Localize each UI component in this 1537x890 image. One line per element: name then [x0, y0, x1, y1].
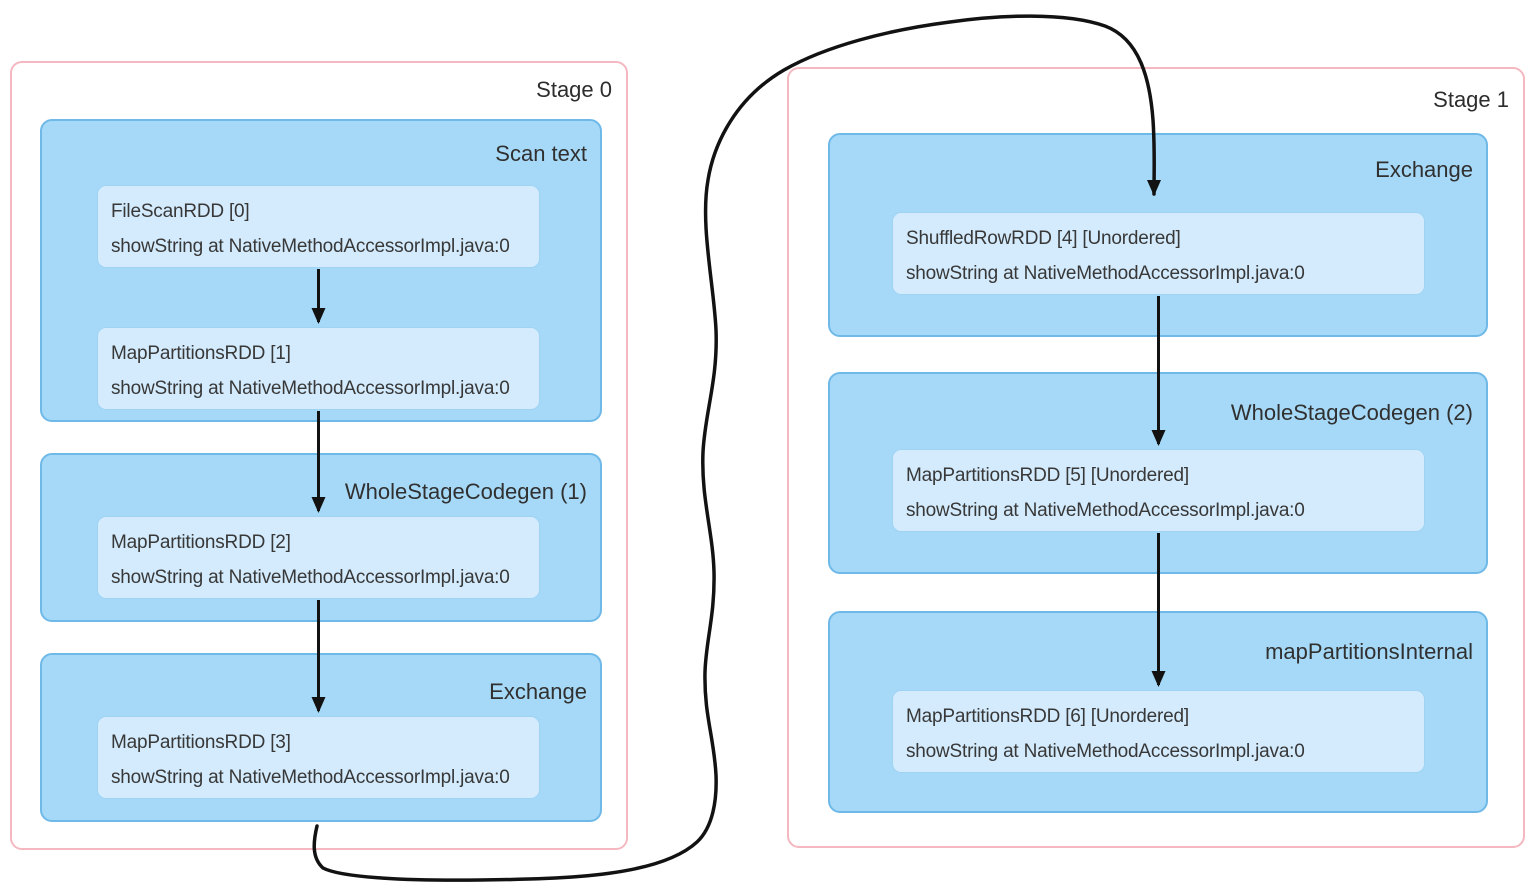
rdd-node-filescanrdd-0[interactable]: FileScanRDD [0] showString at NativeMeth… [97, 185, 540, 268]
stage-0-label: Stage 0 [536, 77, 612, 102]
rdd-node-title: MapPartitionsRDD [2] [111, 532, 291, 553]
rdd-node-title: MapPartitionsRDD [3] [111, 732, 291, 753]
rdd-node-mappartitionsrdd-3[interactable]: MapPartitionsRDD [3] showString at Nativ… [97, 716, 540, 799]
rdd-node-callsite: showString at NativeMethodAccessorImpl.j… [111, 236, 510, 257]
cluster-exchange-stage1-label: Exchange [1375, 157, 1473, 182]
cluster-mappartitionsinternal-label: mapPartitionsInternal [1265, 639, 1473, 664]
cluster-exchange-stage0-label: Exchange [489, 679, 587, 704]
rdd-node-callsite: showString at NativeMethodAccessorImpl.j… [906, 263, 1305, 284]
rdd-node-title: MapPartitionsRDD [1] [111, 343, 291, 364]
rdd-node-shuffledrowrdd-4[interactable]: ShuffledRowRDD [4] [Unordered] showStrin… [892, 212, 1425, 295]
rdd-node-callsite: showString at NativeMethodAccessorImpl.j… [111, 378, 510, 399]
cluster-scan-text-label: Scan text [495, 141, 587, 166]
cluster-wholestagecodegen-1-label: WholeStageCodegen (1) [344, 479, 587, 504]
rdd-node-callsite: showString at NativeMethodAccessorImpl.j… [906, 500, 1305, 521]
stage-1-label: Stage 1 [1433, 87, 1509, 112]
rdd-node-title: FileScanRDD [0] [111, 201, 250, 222]
rdd-node-callsite: showString at NativeMethodAccessorImpl.j… [111, 567, 510, 588]
rdd-node-mappartitionsrdd-6[interactable]: MapPartitionsRDD [6] [Unordered] showStr… [892, 690, 1425, 773]
rdd-node-mappartitionsrdd-2[interactable]: MapPartitionsRDD [2] showString at Nativ… [97, 516, 540, 599]
rdd-node-mappartitionsrdd-5[interactable]: MapPartitionsRDD [5] [Unordered] showStr… [892, 449, 1425, 532]
rdd-node-title: MapPartitionsRDD [5] [Unordered] [906, 465, 1189, 486]
rdd-node-title: ShuffledRowRDD [4] [Unordered] [906, 228, 1181, 249]
rdd-node-mappartitionsrdd-1[interactable]: MapPartitionsRDD [1] showString at Nativ… [97, 327, 540, 410]
rdd-node-callsite: showString at NativeMethodAccessorImpl.j… [906, 741, 1305, 762]
cluster-wholestagecodegen-2-label: WholeStageCodegen (2) [1230, 400, 1473, 425]
rdd-node-callsite: showString at NativeMethodAccessorImpl.j… [111, 767, 510, 788]
rdd-node-title: MapPartitionsRDD [6] [Unordered] [906, 706, 1189, 727]
